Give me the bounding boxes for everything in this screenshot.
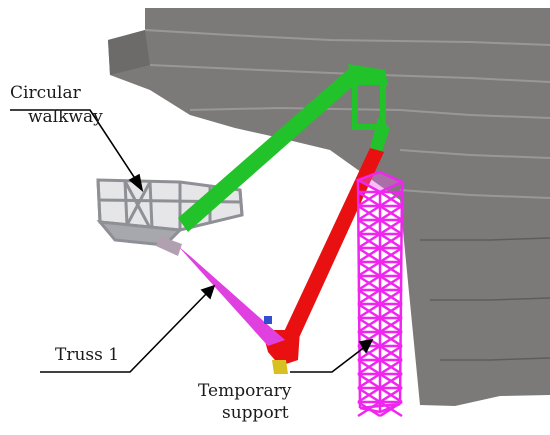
walkway-arrowhead (128, 173, 144, 193)
lattice-brace (379, 330, 403, 348)
lattice-brace (379, 344, 403, 362)
lattice-brace (357, 386, 381, 404)
building-ledge (440, 357, 550, 361)
building-structure (108, 8, 550, 406)
lattice-brace (357, 232, 381, 250)
magenta-truss-link (156, 236, 182, 256)
support-lattice (357, 190, 403, 418)
truss-base-pad (272, 360, 288, 374)
lattice-brace (357, 372, 381, 390)
lattice-brace (379, 288, 403, 306)
lattice-brace (379, 386, 403, 404)
lattice-brace (379, 302, 403, 320)
building-ledge (420, 237, 550, 241)
lattice-brace (357, 288, 381, 306)
lattice-brace (379, 358, 403, 376)
support-label-line2: support (222, 403, 289, 423)
lattice-brace (357, 190, 381, 208)
support-label-line1: Temporary (198, 381, 292, 401)
lattice-brace (379, 232, 403, 250)
truss-label: Truss 1 (55, 345, 119, 365)
temporary-support (354, 170, 406, 418)
lattice-brace (379, 316, 403, 334)
lattice-brace (379, 190, 403, 208)
lattice-brace (379, 260, 403, 278)
lattice-brace (357, 316, 381, 334)
lattice-brace (357, 274, 381, 292)
lattice-brace (357, 246, 381, 264)
truss-connector (264, 316, 272, 324)
lattice-brace (357, 358, 381, 376)
building-body (108, 8, 550, 406)
lattice-brace (379, 246, 403, 264)
lattice-brace (357, 218, 381, 236)
walkway-brace (148, 181, 154, 229)
walkway-label-line2: walkway (28, 107, 103, 127)
walkway-brace (238, 189, 244, 216)
walkway-brace (125, 181, 152, 226)
building-ledge (399, 189, 550, 199)
lattice-brace (357, 260, 381, 278)
walkway-brace (123, 180, 129, 226)
lattice-brace (379, 372, 403, 390)
support-leader (290, 345, 367, 373)
lattice-brace (357, 204, 381, 222)
support-bottom (359, 402, 401, 414)
green-truss-joint (370, 118, 390, 152)
lattice-brace (357, 302, 381, 320)
building-ledge (144, 29, 550, 46)
leader-lines (10, 109, 374, 373)
magenta-truss (156, 236, 288, 374)
lattice-brace (379, 204, 403, 222)
support-arrowhead (358, 338, 374, 354)
support-leg (398, 181, 404, 405)
building-ledge (399, 149, 550, 159)
green-truss-frame (352, 79, 386, 130)
green-truss (178, 64, 390, 232)
lattice-brace (379, 218, 403, 236)
support-leg (356, 179, 362, 409)
truss-leader (40, 291, 209, 373)
walkway-label-line1: Circular (10, 83, 82, 103)
magenta-truss-member (178, 246, 285, 346)
lattice-brace (357, 344, 381, 362)
walkway-leader (10, 109, 139, 184)
circular-walkway (96, 178, 244, 247)
truss-arrowhead (200, 284, 216, 300)
building-ledge (189, 106, 550, 119)
green-truss-diagonal (178, 66, 360, 232)
building-step-top (108, 30, 150, 75)
building-ledge (430, 297, 550, 301)
lattice-brace (379, 274, 403, 292)
